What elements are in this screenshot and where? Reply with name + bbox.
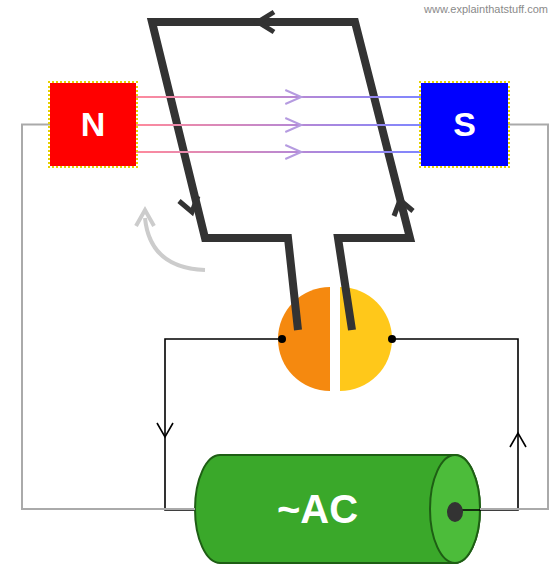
pole-label: N <box>81 105 106 144</box>
battery-terminal <box>447 502 463 522</box>
battery-cap <box>430 455 480 563</box>
frame-wire <box>480 125 548 510</box>
coil <box>152 22 410 330</box>
pole-label: S <box>453 105 476 144</box>
frame-wire <box>22 125 195 510</box>
current-arrow <box>510 433 526 447</box>
watermark: www.explainthatstuff.com <box>424 3 548 15</box>
commutator-half <box>278 287 330 391</box>
battery: ~AC <box>195 455 480 563</box>
supply-wire <box>392 339 518 510</box>
rotation-arrowhead <box>136 210 154 226</box>
brush-contact <box>388 335 396 343</box>
magnet-pole: N <box>50 83 136 166</box>
coil-arrow <box>179 196 198 212</box>
coil-arrow <box>394 200 413 216</box>
coil-arrow <box>258 12 274 32</box>
battery-body <box>195 455 480 563</box>
magnet-pole: S <box>421 83 508 166</box>
brush-contact <box>278 335 286 343</box>
field-line <box>136 145 421 159</box>
field-line <box>136 90 421 104</box>
current-arrow <box>157 423 173 437</box>
pole-label: ~AC <box>277 487 358 532</box>
field-line <box>136 118 421 132</box>
